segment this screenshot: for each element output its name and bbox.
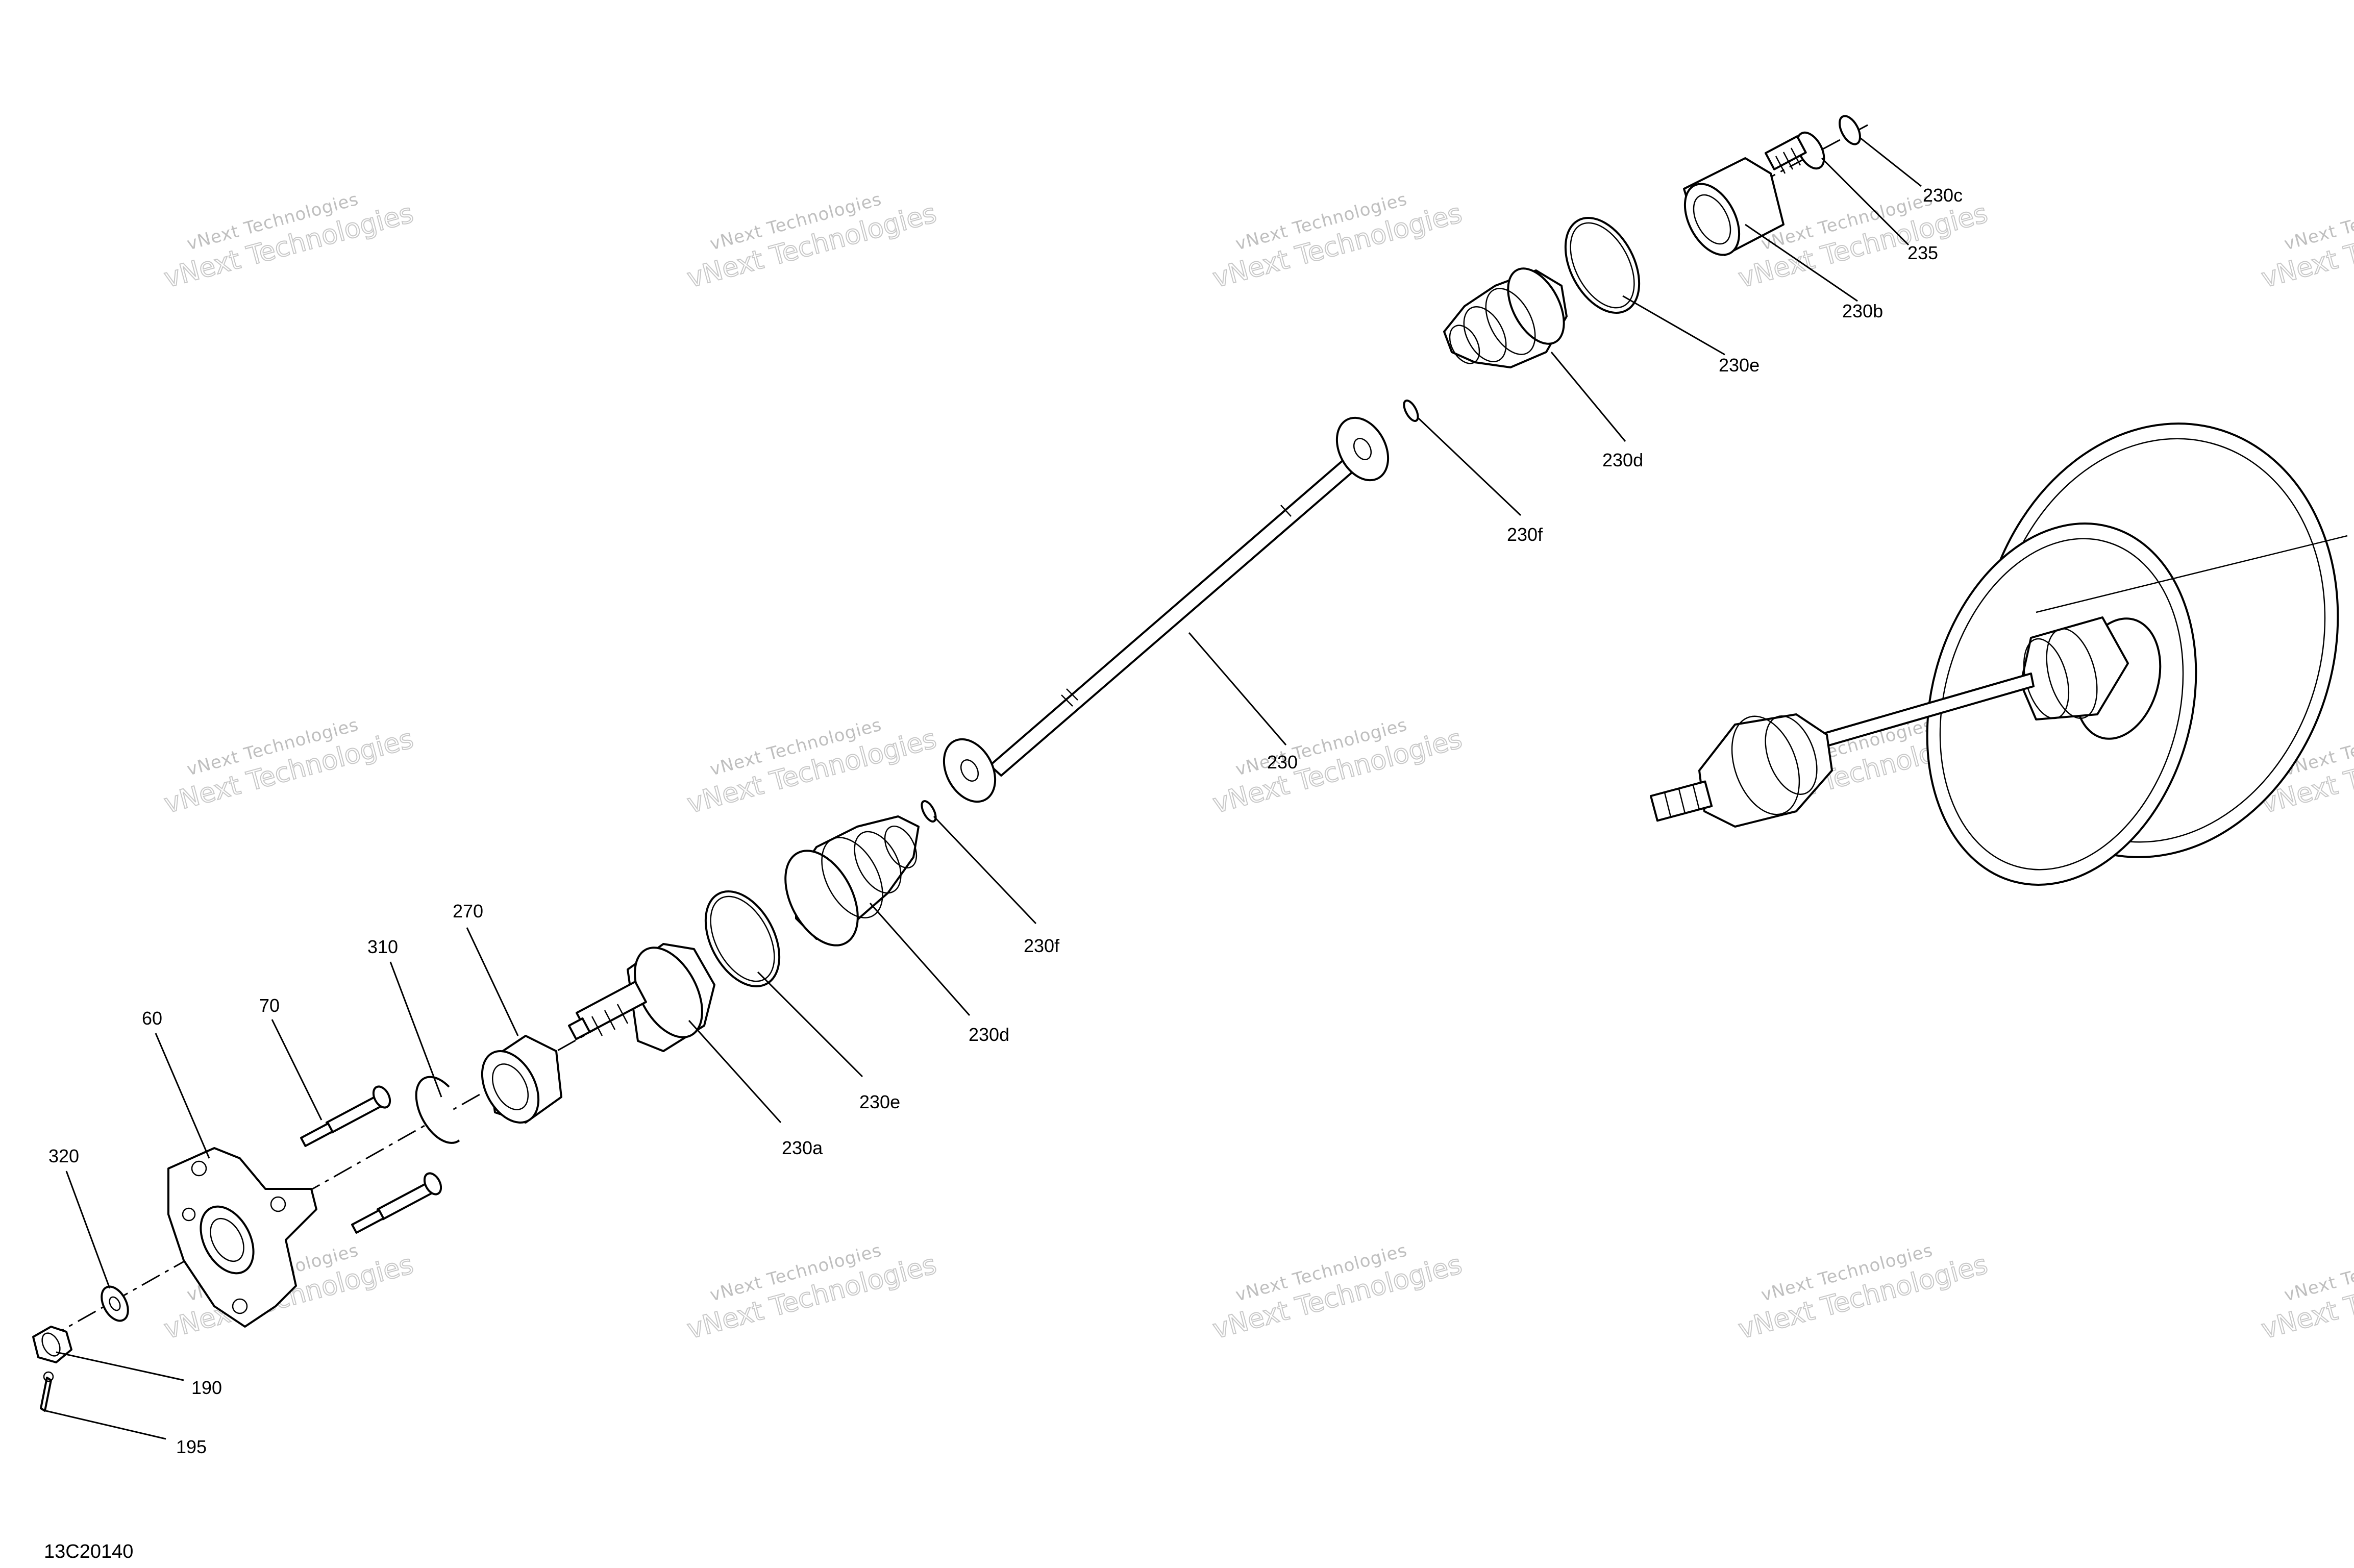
watermark: vNext Technologies vNext Technologies xyxy=(2258,1240,2354,1346)
boot-230d-bottom xyxy=(784,815,920,947)
callout-230f: 230f xyxy=(1507,524,1543,545)
drawing-number: 13C20140 xyxy=(44,1541,134,1562)
callout-235: 235 xyxy=(1907,242,1938,263)
callout-310: 310 xyxy=(367,936,398,957)
callout-230d: 230d xyxy=(969,1024,1009,1045)
outer-cv-joint-230a xyxy=(567,943,715,1052)
callout-labels: 230c 235 230b 230e 230d 230f 230 230f 23… xyxy=(48,185,1963,1457)
drive-shaft-230 xyxy=(943,416,1390,803)
callout-230e: 230e xyxy=(1719,355,1760,376)
callout-60: 60 xyxy=(142,1008,162,1029)
callout-195: 195 xyxy=(176,1436,207,1457)
watermark: vNext Technologies vNext Technologies xyxy=(1734,1240,1991,1346)
boot-230d-top xyxy=(1443,267,1568,368)
circlip-230f-bottom xyxy=(921,800,937,823)
callout-230d: 230d xyxy=(1602,450,1643,470)
leader-lines xyxy=(45,137,1922,1440)
clamp-230e-top xyxy=(1564,217,1641,314)
washer-320 xyxy=(101,1285,129,1322)
watermark: vNext Technologies vNext Technologies xyxy=(2258,189,2354,294)
callout-70: 70 xyxy=(259,995,280,1016)
watermark: vNext Technologies vNext Technologies xyxy=(683,714,940,820)
callout-230b: 230b xyxy=(1842,301,1883,321)
watermark: vNext Technologies vNext Technologies xyxy=(683,189,940,294)
callout-320: 320 xyxy=(48,1146,79,1166)
circlip-230f-top xyxy=(1403,400,1419,422)
circlip-230c xyxy=(1839,115,1861,145)
callout-230: 230 xyxy=(1267,752,1298,773)
castle-nut-190 xyxy=(32,1326,72,1363)
assembled-wheel-and-shaft xyxy=(1650,422,2348,886)
cotter-pin-195 xyxy=(40,1371,54,1412)
callout-230f: 230f xyxy=(1024,935,1060,956)
clamp-230e-bottom xyxy=(704,890,781,987)
callout-190: 190 xyxy=(191,1377,222,1398)
outer-cv-joint-230b xyxy=(1683,135,1807,256)
knuckle-60 xyxy=(167,1147,317,1328)
callout-230e: 230e xyxy=(859,1091,900,1112)
watermark: vNext Technologies vNext Technologies xyxy=(1209,714,1466,820)
bolt-70-lower xyxy=(351,1172,442,1234)
watermark: vNext Technologies vNext Technologies xyxy=(160,189,417,294)
watermark: vNext Technologies vNext Technologies xyxy=(1209,1240,1466,1346)
callout-230c: 230c xyxy=(1923,185,1963,206)
bolt-70-upper xyxy=(300,1085,391,1147)
watermark: vNext Technologies vNext Technologies xyxy=(160,714,417,820)
callout-230a: 230a xyxy=(782,1137,823,1158)
callout-270: 270 xyxy=(453,901,483,922)
watermark: vNext Technologies vNext Technologies xyxy=(1209,189,1466,294)
watermark: vNext Technologies vNext Technologies xyxy=(683,1240,940,1346)
bearing-270 xyxy=(481,1035,562,1124)
